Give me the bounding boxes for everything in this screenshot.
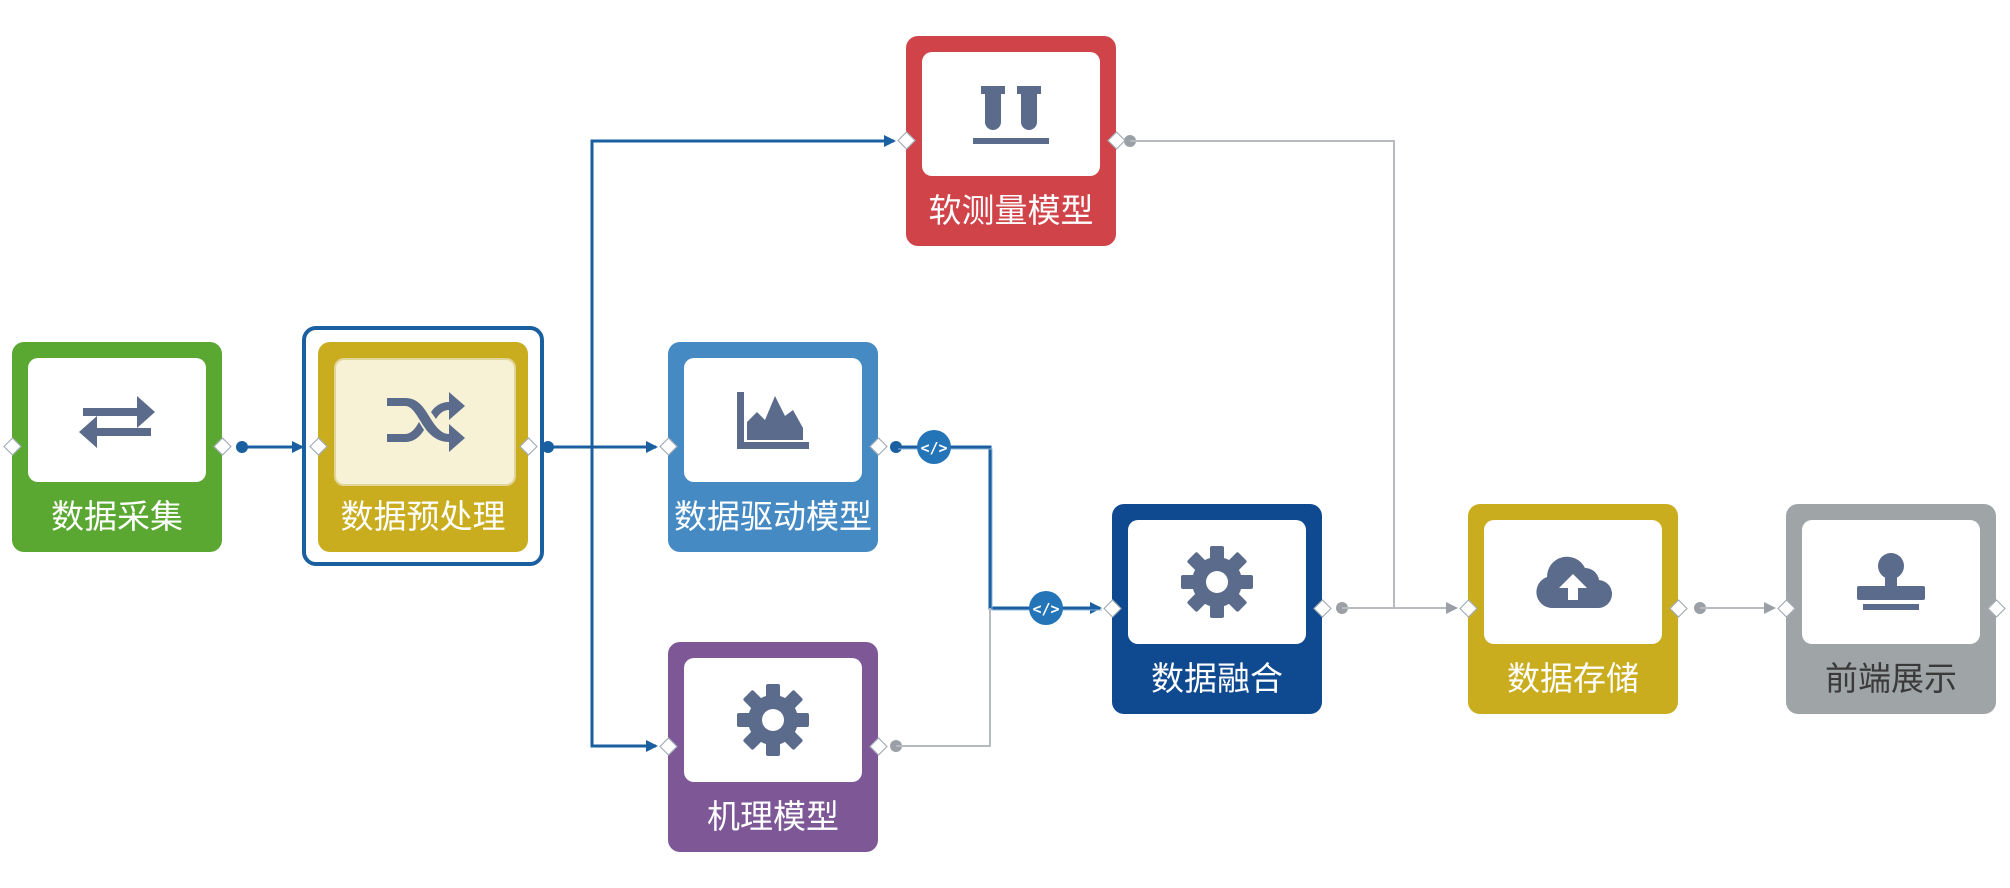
node-data-acquisition[interactable]: 数据采集: [12, 342, 222, 552]
edge-mechanism-fusion[interactable]: [896, 608, 991, 747]
node-data-preprocessing[interactable]: 数据预处理: [318, 342, 528, 552]
node-icon-panel: [1128, 520, 1306, 644]
code-badge-icon[interactable]: </>: [1029, 591, 1063, 625]
cloud-upload-icon: [1533, 552, 1613, 612]
node-label: 前端展示: [1825, 659, 1957, 698]
node-icon-panel: [684, 358, 862, 482]
node-soft-sensor-model[interactable]: 软测量模型: [906, 36, 1116, 246]
node-icon-panel: [922, 52, 1100, 176]
node-icon-panel: [1802, 520, 1980, 644]
node-data-fusion[interactable]: 数据融合: [1112, 504, 1322, 714]
node-icon-panel: [28, 358, 206, 482]
code-badge-icon[interactable]: </>: [917, 430, 951, 464]
area-chart-icon: [733, 388, 813, 452]
node-label: 软测量模型: [928, 191, 1094, 230]
node-label: 数据采集: [51, 497, 183, 536]
test-tubes-icon: [971, 82, 1051, 146]
node-label: 数据驱动模型: [674, 497, 872, 536]
node-data-storage[interactable]: 数据存储: [1468, 504, 1678, 714]
stamp-icon: [1851, 550, 1931, 614]
node-label: 数据预处理: [340, 497, 506, 536]
node-label: 数据存储: [1507, 659, 1639, 698]
edge-datadriven-fusion[interactable]: [896, 445, 1102, 614]
node-icon-panel: [1484, 520, 1662, 644]
gear-icon: [1179, 544, 1255, 620]
node-icon-panel: [334, 358, 516, 486]
svg-text:</>: </>: [1032, 600, 1059, 618]
gear-icon: [735, 682, 811, 758]
shuffle-icon: [383, 390, 467, 454]
node-frontend-display[interactable]: 前端展示: [1786, 504, 1996, 714]
node-mechanism-model[interactable]: 机理模型: [668, 642, 878, 852]
edge-soft-storage[interactable]: [1130, 140, 1395, 608]
edge-preprocess-soft[interactable]: [590, 135, 896, 447]
swap-arrows-icon: [77, 390, 157, 450]
node-label: 数据融合: [1151, 659, 1283, 698]
node-label: 机理模型: [707, 797, 839, 836]
node-data-driven-model[interactable]: 数据驱动模型: [668, 342, 878, 552]
selection-frame: [302, 326, 544, 566]
svg-text:</>: </>: [920, 439, 947, 457]
edge-source-dot: [236, 441, 248, 453]
node-icon-panel: [684, 658, 862, 782]
edge-preprocess-mechanism[interactable]: [590, 447, 658, 752]
